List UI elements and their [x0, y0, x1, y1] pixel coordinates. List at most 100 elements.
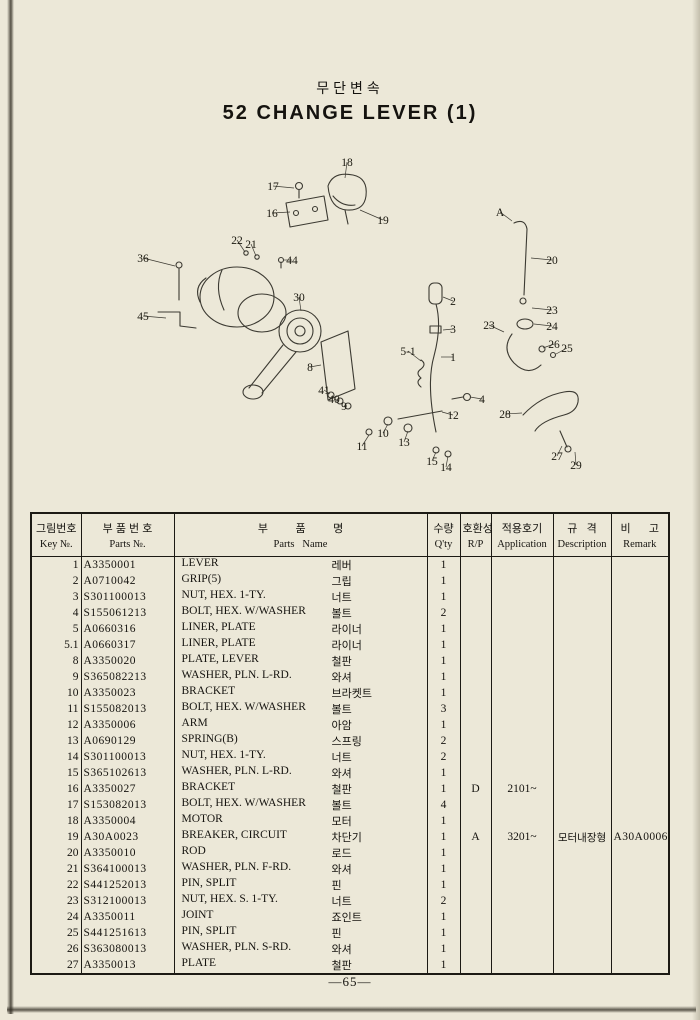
header-description: 규 격 Description	[552, 512, 612, 557]
callout-36: 36	[137, 253, 149, 265]
cell-part-no: S364100013	[80, 861, 175, 877]
callout-4: 4	[479, 394, 485, 406]
cell-application	[490, 669, 554, 685]
cell-description	[552, 861, 612, 877]
header-key-ko: 그림번호	[36, 523, 77, 535]
callout-leader-line	[441, 411, 454, 416]
parts-name-english: WASHER, PLN. S-RD.	[181, 941, 292, 953]
parts-name-english: LINER, PLATE	[181, 621, 256, 633]
cell-rp	[459, 653, 492, 669]
cell-key-no: 26	[30, 941, 82, 957]
cell-part-no: S155061213	[80, 605, 175, 621]
cell-qty: 1	[426, 957, 461, 974]
cell-remark	[610, 749, 670, 765]
cell-remark	[610, 861, 670, 877]
parts-name-english: BRACKET	[181, 685, 236, 697]
callout-40: 40	[328, 394, 340, 406]
cell-application	[490, 733, 554, 749]
cell-remark: A30A0006	[610, 829, 670, 845]
cell-qty: 1	[426, 556, 461, 573]
cell-qty: 2	[426, 733, 461, 749]
cell-parts-name: WASHER, PLN. S-RD. 와셔	[173, 941, 428, 957]
cell-application	[490, 556, 554, 573]
scan-edge-left	[7, 0, 14, 1014]
cell-key-no: 13	[30, 733, 82, 749]
cell-key-no: 14	[30, 749, 82, 765]
callout-leader-line	[236, 239, 246, 253]
callout-leader-line	[499, 211, 513, 222]
cell-parts-name: NUT, HEX. 1-TY.너트	[173, 749, 428, 765]
parts-name-english: PLATE, LEVER	[181, 653, 259, 665]
callout-16: 16	[266, 208, 278, 220]
callout-leader-line	[542, 343, 555, 349]
callout-15: 15	[426, 456, 438, 468]
cell-qty: 1	[426, 717, 461, 733]
cell-rp	[459, 701, 492, 717]
callout-44: 44	[286, 255, 298, 267]
cell-rp	[459, 621, 492, 637]
cell-key-no: 2	[30, 573, 82, 589]
parts-name-english: BOLT, HEX. W/WASHER	[181, 605, 306, 617]
cell-description	[552, 797, 612, 813]
callout-leader-line	[531, 307, 553, 311]
callout-leader-line	[403, 430, 409, 443]
cell-rp	[459, 749, 492, 765]
callout-9: 9	[341, 401, 347, 413]
cell-qty: 1	[426, 637, 461, 653]
cell-key-no: 21	[30, 861, 82, 877]
callout-17: 17	[267, 181, 279, 193]
cell-remark	[610, 781, 670, 797]
cell-remark	[610, 797, 670, 813]
cell-application	[490, 957, 554, 974]
cell-application	[490, 605, 554, 621]
cell-rp	[459, 605, 492, 621]
cell-rp	[459, 765, 492, 781]
header-qty-en: Q'ty	[434, 539, 453, 550]
parts-name-korean: 와셔	[331, 944, 352, 956]
callout-10: 10	[377, 428, 389, 440]
header-part-no: 부 품 번 호 Parts №.	[80, 512, 175, 557]
callout-13: 13	[398, 437, 410, 449]
cell-application	[490, 653, 554, 669]
parts-name-english: NUT, HEX. 1-TY.	[181, 589, 266, 601]
cell-qty: 1	[426, 941, 461, 957]
cell-remark	[610, 573, 670, 589]
header-application: 적용호기 Application	[490, 512, 554, 557]
cell-remark	[610, 941, 670, 957]
cell-parts-name: NUT, HEX. 1-TY.너트	[173, 589, 428, 605]
exploded-view-drawing	[157, 173, 579, 458]
cell-part-no: S441251613	[80, 925, 175, 941]
cell-part-no: A3350010	[80, 845, 175, 861]
callout-leader-line	[271, 211, 291, 214]
parts-name-korean: 핀	[331, 928, 342, 940]
parts-name-english: PIN, SPLIT	[181, 925, 237, 937]
cell-description	[552, 556, 612, 573]
header-parts-name-en: Parts Name	[273, 539, 328, 550]
cell-key-no: 17	[30, 797, 82, 813]
cell-remark	[610, 909, 670, 925]
cell-description	[552, 621, 612, 637]
callout-leader-line	[333, 398, 340, 402]
parts-name-english: NUT, HEX. S. 1-TY.	[181, 893, 278, 905]
cell-key-no: 23	[30, 893, 82, 909]
cell-application	[490, 765, 554, 781]
parts-name-korean: 너트	[331, 752, 352, 764]
header-parts-name-ko: 부 품 명	[257, 523, 344, 535]
cell-parts-name: GRIP(5)그립	[173, 573, 428, 589]
cell-description	[552, 717, 612, 733]
